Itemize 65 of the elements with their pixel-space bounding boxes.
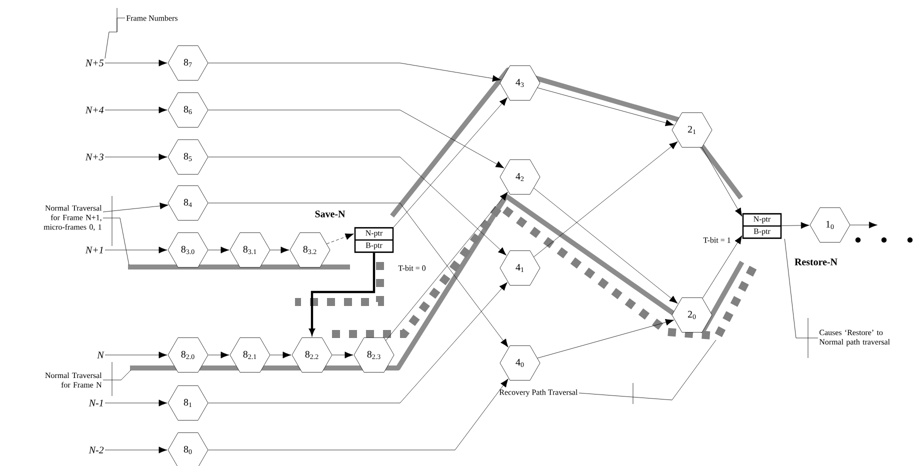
hexagon-node: 8$_{0}$ — [168, 432, 208, 466]
arrow — [270, 352, 292, 358]
hexagon-node: 2$_{0}$ — [672, 297, 712, 332]
arrow — [208, 282, 508, 404]
arrow — [386, 192, 508, 341]
arrow — [309, 252, 376, 335]
arrow — [104, 352, 168, 358]
arrow — [702, 147, 742, 217]
arrow — [781, 222, 810, 229]
frame-number: N-2 — [88, 446, 104, 454]
pointer-label: Restore-N — [794, 258, 838, 266]
hexagon-node: 4$_{2}$ — [500, 159, 540, 195]
arrow — [104, 60, 168, 66]
hexagon-node: 4$_{0}$ — [500, 345, 540, 380]
frame-number: N+1 — [85, 246, 103, 254]
arrow — [393, 97, 508, 228]
frame-number: N-1 — [88, 400, 103, 406]
arrow — [208, 156, 506, 256]
arrow — [850, 222, 878, 228]
hexagon-node: 4$_{1}$ — [500, 250, 540, 286]
arrow — [534, 141, 678, 258]
arrow — [208, 110, 504, 168]
hexagon-node: 8$_{6}$ — [168, 92, 208, 128]
arrow — [104, 400, 168, 406]
frame-number: N+5 — [85, 60, 104, 66]
leader-line — [104, 8, 126, 59]
arrow — [104, 106, 168, 114]
arrow — [208, 378, 508, 450]
arrow — [332, 352, 354, 358]
arrow — [208, 352, 230, 358]
hexagon-node: 8$_{2.0}$ — [168, 337, 208, 372]
frame-number: N+4 — [85, 106, 104, 114]
arrow — [102, 202, 168, 212]
leader-line — [102, 196, 130, 266]
arrow — [534, 188, 678, 304]
hexagon-node: 8$_{1}$ — [168, 385, 208, 420]
arrow — [104, 446, 168, 454]
pointer-label: Save-N — [315, 210, 346, 218]
arrow — [537, 88, 674, 126]
leader-line — [784, 238, 818, 358]
arrow — [208, 246, 230, 254]
hexagon-node: 8$_{7}$ — [168, 45, 208, 81]
hexagon-node: 8$_{5}$ — [168, 139, 208, 175]
arrow — [537, 319, 674, 358]
hexagon-node: 8$_{2.3}$ — [354, 337, 394, 372]
hexagon-node: 8$_{2.2}$ — [292, 337, 332, 372]
arrow — [702, 235, 742, 298]
arrow — [104, 246, 168, 254]
hexagon-node: 8$_{2.1}$ — [230, 337, 270, 372]
leader-line — [578, 340, 716, 404]
hexagon-node: 8$_{3.0}$ — [168, 232, 208, 268]
leader-line — [102, 362, 132, 396]
arrow — [104, 154, 168, 160]
hexagon-node: 2$_{1}$ — [672, 112, 712, 148]
hexagon-node: 1$_{0}$ — [810, 207, 850, 243]
hexagon-node: 8$_{4}$ — [168, 185, 208, 221]
arrow — [208, 202, 508, 348]
arrow — [208, 62, 501, 82]
frame-number: N+3 — [85, 154, 104, 160]
arrow — [326, 233, 354, 244]
hexagon-node: 8$_{3.1}$ — [230, 232, 270, 268]
arrow — [270, 246, 290, 254]
frame-number: N — [97, 352, 104, 358]
hexagon-node: 4$_{3}$ — [500, 65, 540, 101]
hexagon-node: 8$_{3.2}$ — [290, 232, 330, 268]
